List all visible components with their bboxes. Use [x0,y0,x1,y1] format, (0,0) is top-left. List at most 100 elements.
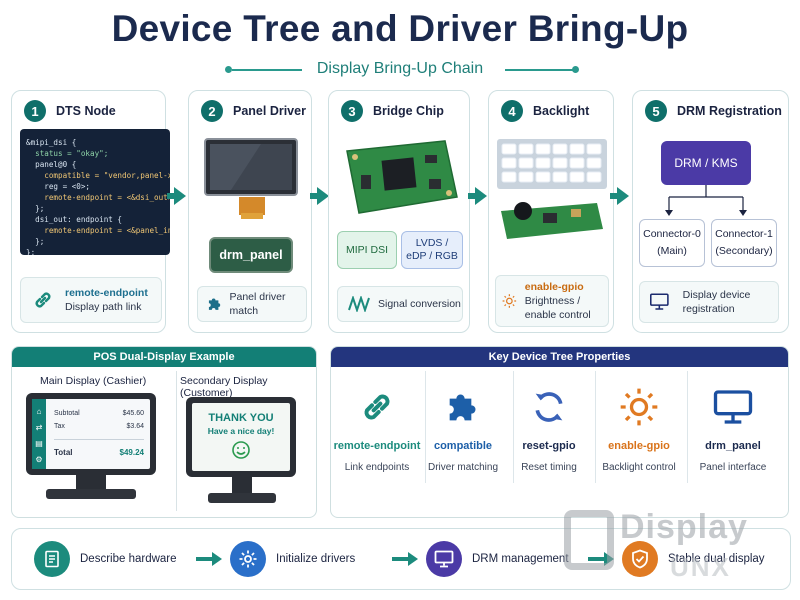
dts-code-block: &mipi_dsi { status = "okay"; panel@0 { c… [20,129,170,255]
flow-item-stable-dual-display: Stable dual display [622,541,765,577]
signal-wave-icon [348,296,370,312]
arrow-right-icon [588,552,614,566]
main-display-title: Main Display (Cashier) [40,375,147,387]
property-name: drm_panel [705,440,761,452]
step-title: DRM Registration [677,104,782,118]
step-info-box: Signal conversion [337,286,463,322]
pos-dual-display-section: POS Dual-Display Example Main Display (C… [11,346,317,518]
arrow-right-icon [392,552,418,566]
customer-screen: THANK YOU Have a nice day! [192,403,290,471]
code-line: dsi_out: endpoint { [26,215,123,224]
step-title: Bridge Chip [373,104,444,118]
code-line: }; [26,204,45,213]
flow-arrow-icon [310,187,329,205]
monitor-base [208,493,276,503]
code-line: remote-endpoint = <&dsi_out>; [26,193,170,202]
pos-sidebar-icons: ⌂⇄▤⚙ [35,407,43,464]
secondary-display-title: Secondary Display (Customer) [180,375,268,399]
flow-item-drm-management: DRM management [426,541,569,577]
property-name: remote-endpoint [333,440,421,452]
info-text: Display path link [65,301,142,313]
summary-flow-bar: Describe hardware Initialize drivers DRM… [11,528,791,590]
section-header: Key Device Tree Properties [331,347,788,367]
property-name: reset-gpio [522,440,576,452]
divider [687,371,688,483]
link-icon [35,292,51,308]
property-desc: Driver matching [427,462,499,473]
divider [513,371,514,483]
divider [595,371,596,483]
step-number: 2 [201,100,223,122]
receipt-value: $45.60 [122,410,144,417]
cashier-screen: ⌂⇄▤⚙ Subtotal $45.60 Tax $3.64 Total$49.24 [32,399,150,469]
code-line: reg = <0>; [26,182,91,191]
property-name: enable-gpio [608,440,670,452]
subtitle: Display Bring-Up Chain [316,60,484,77]
step-number: 4 [501,100,523,122]
subtitle-row: Display Bring-Up Chain [0,60,800,80]
pos-sidebar: ⌂⇄▤⚙ [32,399,46,469]
puzzle-icon [208,298,221,310]
refresh-icon [535,392,563,422]
receipt-value: $3.64 [126,423,144,430]
sun-icon [502,294,517,308]
divider [176,371,177,511]
monitor-icon [713,390,753,424]
flow-arrow-icon [167,187,186,205]
divider-dot [572,66,579,73]
drm-tree-connector-icon [665,185,747,216]
flow-item-describe-hardware: Describe hardware [34,541,177,577]
property-desc: Panel interface [699,462,767,473]
document-icon [34,541,70,577]
property-enable-gpio: enable-gpio Backlight control [591,387,687,473]
drm-kms-box: DRM / KMS [661,141,751,185]
info-text: Signal conversion [378,298,461,310]
property-reset-gpio: reset-gpio Reset timing [501,387,597,473]
receipt-row: Tax $3.64 [54,420,144,433]
cashier-monitor: ⌂⇄▤⚙ Subtotal $45.60 Tax $3.64 Total$49.24 [26,393,156,475]
step-info-box: Panel driver match [197,286,307,322]
receipt-total-row: Total$49.24 [54,439,144,459]
page-title: Device Tree and Driver Bring-Up [111,8,689,49]
shield-icon [622,541,658,577]
property-name: compatible [433,440,493,452]
code-line: panel@0 { [26,160,77,169]
driver-board-icon [501,202,603,239]
step-number: 5 [645,100,667,122]
link-icon [364,394,390,420]
receipt-label: Subtotal [54,410,80,417]
connector-role: (Main) [657,245,687,257]
divider-dot [225,66,232,73]
connector-0-box: Connector-0 (Main) [639,219,705,267]
section-header: POS Dual-Display Example [12,347,316,367]
property-remote-endpoint: remote-endpoint Link endpoints [331,387,425,473]
property-desc: Reset timing [521,462,577,473]
connector-1-box: Connector-1 (Secondary) [711,219,777,267]
step-info-box: Display device registration [639,281,779,323]
info-text: Display device registration [682,289,751,315]
receipt: Subtotal $45.60 Tax $3.64 Total$49.24 [54,407,144,459]
divider-line [232,69,302,71]
flow-arrow-icon [610,187,629,205]
step-title: DTS Node [56,104,116,118]
sun-icon [620,388,658,426]
arrow-right-icon [196,552,222,566]
lvds-label: LVDS / eDP / RGB [401,231,463,269]
smiley-icon [232,441,250,459]
connector-role: (Secondary) [715,245,773,257]
code-line: }; [26,237,45,246]
flow-arrow-icon [468,187,487,205]
flow-item-label: Describe hardware [80,553,177,565]
receipt-label: Tax [54,423,65,430]
receipt-row: Subtotal $45.60 [54,407,144,420]
drm-panel-chip: drm_panel [209,237,293,273]
puzzle-icon [449,394,476,421]
property-desc: Backlight control [602,462,676,473]
step-number: 3 [341,100,363,122]
flow-item-initialize-drivers: Initialize drivers [230,541,355,577]
